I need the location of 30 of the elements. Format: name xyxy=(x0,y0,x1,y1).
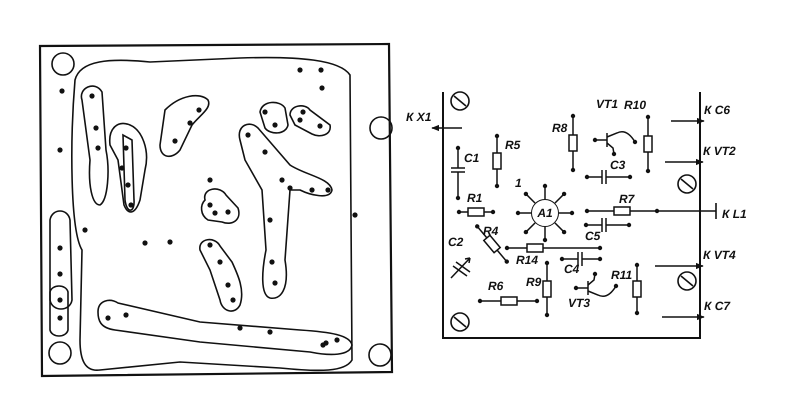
connection-label: К VT4 xyxy=(703,248,751,266)
connection-arrow xyxy=(671,118,705,124)
chip-circle: A1 xyxy=(531,199,559,227)
connection-label: К VT2 xyxy=(703,144,751,162)
component-designator: R1 xyxy=(467,191,482,205)
connection-label: К C7 xyxy=(704,299,748,317)
connection-arrow xyxy=(655,262,704,270)
component-designator: R9 xyxy=(526,275,542,289)
connection-label: К L1 xyxy=(716,205,758,223)
component-designator: C5 xyxy=(585,229,600,243)
component-designator: 1 xyxy=(515,176,522,190)
component-designator: R4 xyxy=(483,224,498,238)
component-designator: R7 xyxy=(619,192,634,206)
component-designator: R10 xyxy=(624,98,646,112)
component-designator: VT1 xyxy=(596,97,618,111)
connection-arrow xyxy=(665,158,704,166)
component-designator: R5 xyxy=(505,138,520,152)
component-designator: R14 xyxy=(516,253,538,267)
component-designator: VT3 xyxy=(568,296,590,310)
component-designator: R11 xyxy=(611,268,632,282)
connection-arrow xyxy=(431,124,462,132)
component-designator: R6 xyxy=(488,279,504,293)
component-designator: C2 xyxy=(448,235,464,249)
connection-arrow xyxy=(662,314,705,320)
component-designator: C3 xyxy=(610,158,626,172)
component-designator: C4 xyxy=(564,262,580,276)
component-designator: C1 xyxy=(464,151,480,165)
connection-label: К C6 xyxy=(704,103,748,121)
connection-label: К X1 xyxy=(406,110,446,128)
component-designator: R8 xyxy=(552,121,568,135)
